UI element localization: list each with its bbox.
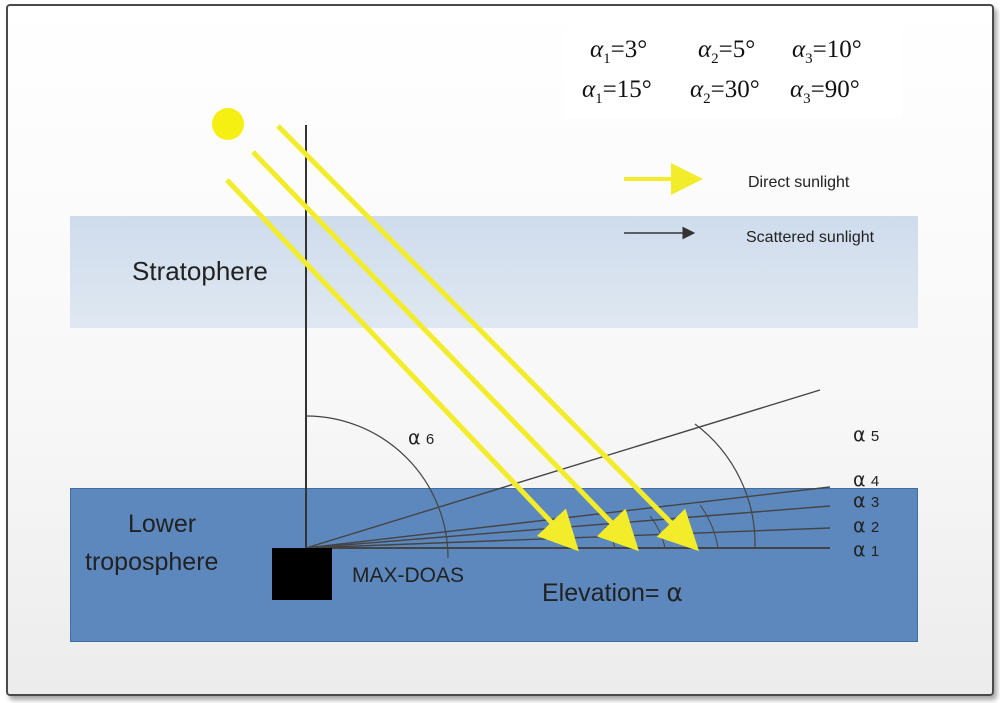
sunlight-ray-2 xyxy=(251,150,639,552)
alpha-5-arc xyxy=(694,423,756,549)
troposphere-band xyxy=(70,488,918,642)
alpha-3-label: α 3 xyxy=(853,490,880,512)
legend-scattered-label: Scattered sunlight xyxy=(746,229,875,246)
max-doas-instrument xyxy=(272,548,332,600)
stratosphere-band xyxy=(70,216,918,328)
alpha-5-label: α 5 xyxy=(853,424,880,446)
angle-value-5: α2=30° xyxy=(690,76,760,107)
figure-frame: α1=3° α2=5° α3=10° α1=15° α2=30° α3=90° … xyxy=(6,4,994,696)
angle-values-box: α1=3° α2=5° α3=10° α1=15° α2=30° α3=90° xyxy=(564,28,902,118)
elevation-label: Elevation= α xyxy=(542,578,683,607)
alpha-2-arc xyxy=(604,526,616,549)
alpha-6-arc xyxy=(305,415,449,559)
alpha-4-arc xyxy=(699,504,719,549)
angle-value-4: α1=15° xyxy=(582,76,652,107)
angle-value-1: α1=3° xyxy=(590,36,648,67)
legend-direct-label: Direct sunlight xyxy=(748,174,850,191)
alpha-1-label: α 1 xyxy=(853,539,880,561)
alpha-2-label: α 2 xyxy=(853,515,880,537)
angle-value-6: α3=90° xyxy=(790,76,860,107)
troposphere-label-line2: troposphere xyxy=(85,548,219,576)
stratosphere-label: Stratophere xyxy=(132,256,268,286)
angle-value-3: α3=10° xyxy=(792,36,862,67)
angle-value-2: α2=5° xyxy=(698,36,756,67)
instrument-label: MAX-DOAS xyxy=(352,564,465,587)
alpha-4-label: α 4 xyxy=(853,469,880,491)
elevation-line-5 xyxy=(305,389,821,549)
troposphere-label-line1: Lower xyxy=(128,510,197,538)
sunlight-ray-1 xyxy=(225,178,579,552)
sun-icon xyxy=(212,108,244,140)
sunlight-ray-3 xyxy=(276,124,700,552)
alpha-6-label: α 6 xyxy=(408,427,435,449)
